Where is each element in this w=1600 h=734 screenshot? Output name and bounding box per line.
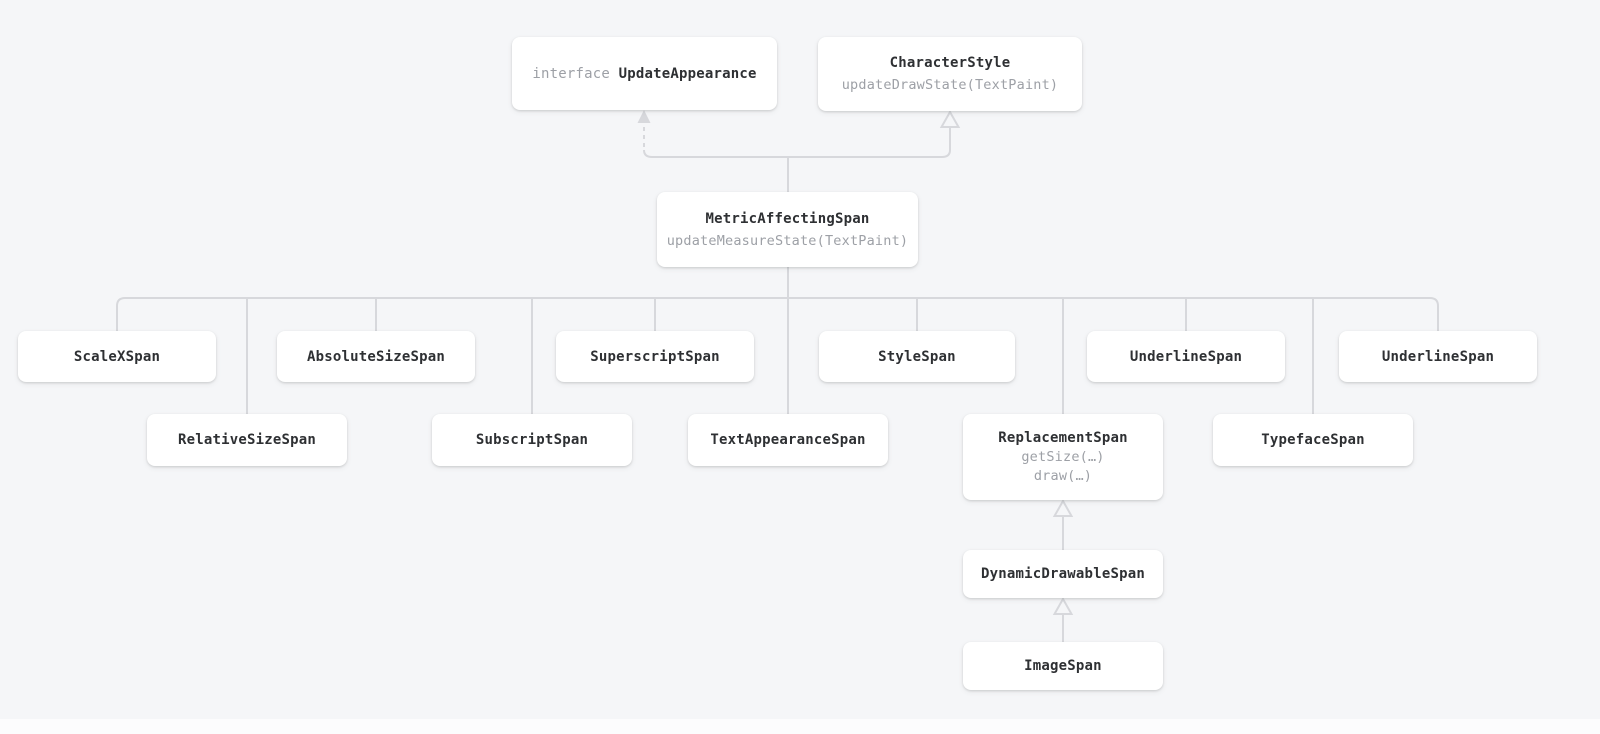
interface-keyword: interface	[532, 65, 619, 82]
class-name: interface UpdateAppearance	[532, 66, 756, 82]
class-name: ScaleXSpan	[73, 348, 161, 365]
method-label: draw(…)	[1033, 468, 1093, 484]
class-name: TextAppearanceSpan	[710, 432, 866, 448]
class-name-text: UpdateAppearance	[618, 65, 757, 82]
class-name: UnderlineSpan	[1129, 348, 1243, 365]
class-name: ReplacementSpan	[998, 430, 1128, 446]
node-style-span: StyleSpan	[819, 331, 1015, 382]
node-absolute-size-span: AbsoluteSizeSpan	[277, 331, 475, 382]
node-typeface-span: TypefaceSpan	[1213, 414, 1413, 466]
edge-bus	[116, 297, 1439, 331]
arrowhead-updateappearance	[637, 110, 651, 123]
class-name: MetricAffectingSpan	[705, 210, 870, 227]
edge-junction-top	[643, 127, 951, 158]
class-name: AbsoluteSizeSpan	[306, 348, 446, 365]
node-update-appearance: interface UpdateAppearance	[512, 37, 777, 110]
node-text-appearance-span: TextAppearanceSpan	[688, 414, 888, 466]
node-replacement-span: ReplacementSpan getSize(…) draw(…)	[963, 414, 1163, 500]
node-scale-x-span: ScaleXSpan	[18, 331, 216, 382]
class-name: TypefaceSpan	[1261, 432, 1365, 448]
node-dynamic-drawable-span: DynamicDrawableSpan	[963, 550, 1163, 598]
class-name: UnderlineSpan	[1381, 348, 1495, 365]
node-relative-size-span: RelativeSizeSpan	[147, 414, 347, 466]
method-label: getSize(…)	[1021, 449, 1105, 465]
bottom-strip	[0, 719, 1600, 734]
class-name: SubscriptSpan	[475, 432, 589, 448]
node-superscript-span: SuperscriptSpan	[556, 331, 754, 382]
class-name: DynamicDrawableSpan	[981, 566, 1145, 582]
class-name: RelativeSizeSpan	[177, 432, 317, 448]
class-name: StyleSpan	[878, 348, 956, 365]
method-label: updateDrawState(TextPaint)	[841, 77, 1059, 93]
node-character-style: CharacterStyle updateDrawState(TextPaint…	[818, 37, 1082, 111]
arrowhead-characterstyle	[939, 109, 961, 128]
method-label: updateMeasureState(TextPaint)	[666, 232, 909, 249]
arrowhead-dynamicdrawablespan	[1052, 596, 1074, 615]
node-image-span: ImageSpan	[963, 642, 1163, 690]
node-underline-span-2: UnderlineSpan	[1339, 331, 1537, 382]
arrowhead-replacementspan	[1052, 498, 1074, 517]
node-subscript-span: SubscriptSpan	[432, 414, 632, 466]
class-name: SuperscriptSpan	[590, 348, 720, 365]
node-underline-span: UnderlineSpan	[1087, 331, 1285, 382]
node-metric-affecting-span: MetricAffectingSpan updateMeasureState(T…	[657, 192, 918, 267]
class-name: ImageSpan	[1024, 658, 1102, 674]
class-name: CharacterStyle	[889, 55, 1011, 71]
